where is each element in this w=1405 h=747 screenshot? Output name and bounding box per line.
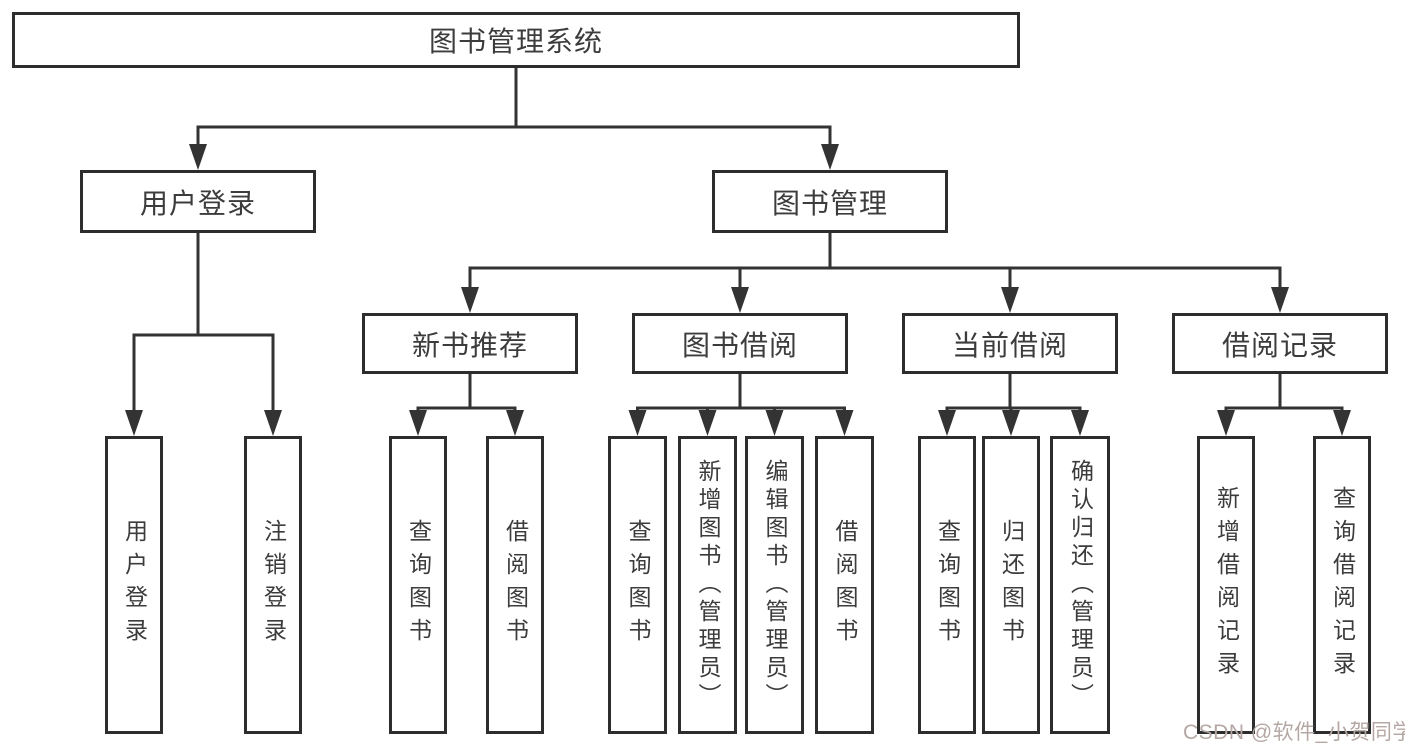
leaf-confirm-return-admin: 确认归还（管理员） — [1050, 436, 1110, 734]
leaf-label: 确认归还（管理员） — [1067, 459, 1094, 711]
csdn-watermark: CSDN @软件_小贺同学 — [1183, 721, 1405, 744]
leaf-logout: 注销登录 — [244, 436, 302, 734]
leaf-label: 查询图书 — [405, 519, 432, 651]
leaf-add-books-admin: 新增图书（管理员） — [678, 436, 737, 734]
leaf-return-books: 归还图书 — [982, 436, 1040, 734]
node-user-login: 用户登录 — [80, 170, 316, 233]
node-current-borrowing: 当前借阅 — [902, 313, 1118, 374]
node-borrowing-records: 借阅记录 — [1172, 313, 1388, 374]
leaf-label: 注销登录 — [260, 519, 287, 651]
leaf-label: 用户登录 — [121, 519, 148, 651]
node-new-book-recommend: 新书推荐 — [362, 313, 578, 374]
leaf-borrow-books: 借阅图书 — [815, 436, 874, 734]
leaf-label: 借阅图书 — [832, 519, 858, 651]
leaf-query-borrow-record: 查询借阅记录 — [1313, 436, 1371, 734]
leaf-edit-books-admin: 编辑图书（管理员） — [745, 436, 804, 734]
leaf-borrow-books: 借阅图书 — [486, 436, 544, 734]
leaf-label: 新增图书（管理员） — [695, 459, 721, 711]
leaf-query-books: 查询图书 — [389, 436, 447, 734]
node-book-borrowing: 图书借阅 — [632, 313, 848, 374]
node-label: 图书管理系统 — [428, 26, 603, 57]
leaf-label: 编辑图书（管理员） — [762, 459, 788, 711]
leaf-query-books: 查询图书 — [608, 436, 667, 734]
leaf-user-login: 用户登录 — [105, 436, 163, 734]
node-label: 图书借阅 — [681, 329, 798, 361]
leaf-label: 查询图书 — [934, 519, 961, 651]
node-label: 图书管理 — [771, 187, 888, 219]
leaf-query-books: 查询图书 — [918, 436, 976, 734]
leaf-label: 查询图书 — [625, 519, 651, 651]
leaf-add-borrow-record: 新增借阅记录 — [1197, 436, 1255, 734]
leaf-label: 新增借阅记录 — [1213, 486, 1240, 684]
node-root-library-management-system: 图书管理系统 — [12, 12, 1020, 68]
node-label: 当前借阅 — [951, 329, 1068, 361]
leaf-label: 归还图书 — [998, 519, 1025, 651]
node-label: 新书推荐 — [411, 329, 528, 361]
node-book-management: 图书管理 — [712, 170, 948, 233]
leaf-label: 查询借阅记录 — [1329, 486, 1356, 684]
leaf-label: 借阅图书 — [502, 519, 529, 651]
node-label: 用户登录 — [139, 187, 256, 219]
node-label: 借阅记录 — [1221, 329, 1338, 361]
